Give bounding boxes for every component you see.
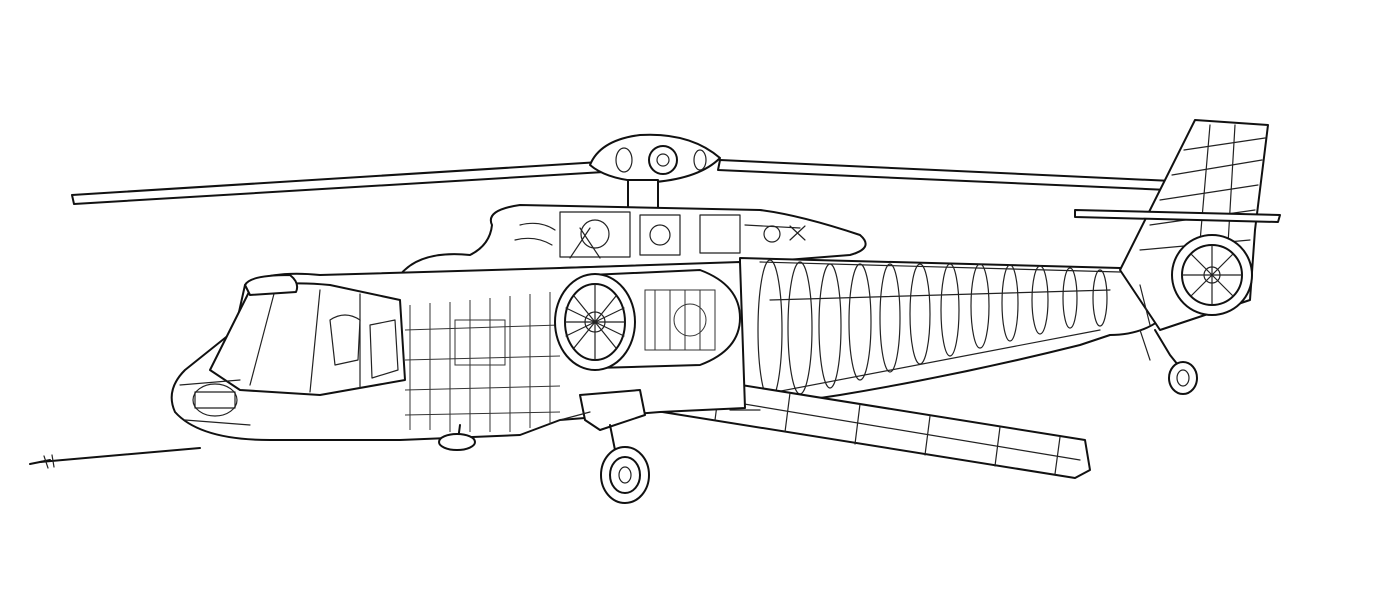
horizontal-stabilizer (1074, 209, 1281, 223)
tail-wheel (1154, 329, 1198, 395)
intake-fan-blades (564, 283, 626, 361)
main-rotor-blade-left (71, 161, 605, 205)
nose-section (179, 379, 251, 426)
rotor-hub (589, 133, 721, 183)
cabin-structure (404, 292, 561, 432)
main-rotor (71, 133, 1216, 209)
engine (554, 269, 741, 371)
tail-boom-frames (757, 259, 1121, 401)
rotor-mast (627, 179, 659, 209)
canopy-frames (249, 289, 399, 393)
tail-fan (1171, 234, 1253, 316)
nose-landing-gear (438, 424, 476, 451)
misc-detail (559, 284, 1151, 421)
upper-cowling (399, 204, 867, 286)
main-landing-gear (579, 389, 650, 504)
tail-boom (739, 257, 1161, 411)
nose-probe (29, 447, 201, 469)
main-rotor-blade-right (717, 159, 1216, 193)
gearbox-detail (514, 211, 806, 259)
cockpit-canopy (209, 282, 406, 396)
